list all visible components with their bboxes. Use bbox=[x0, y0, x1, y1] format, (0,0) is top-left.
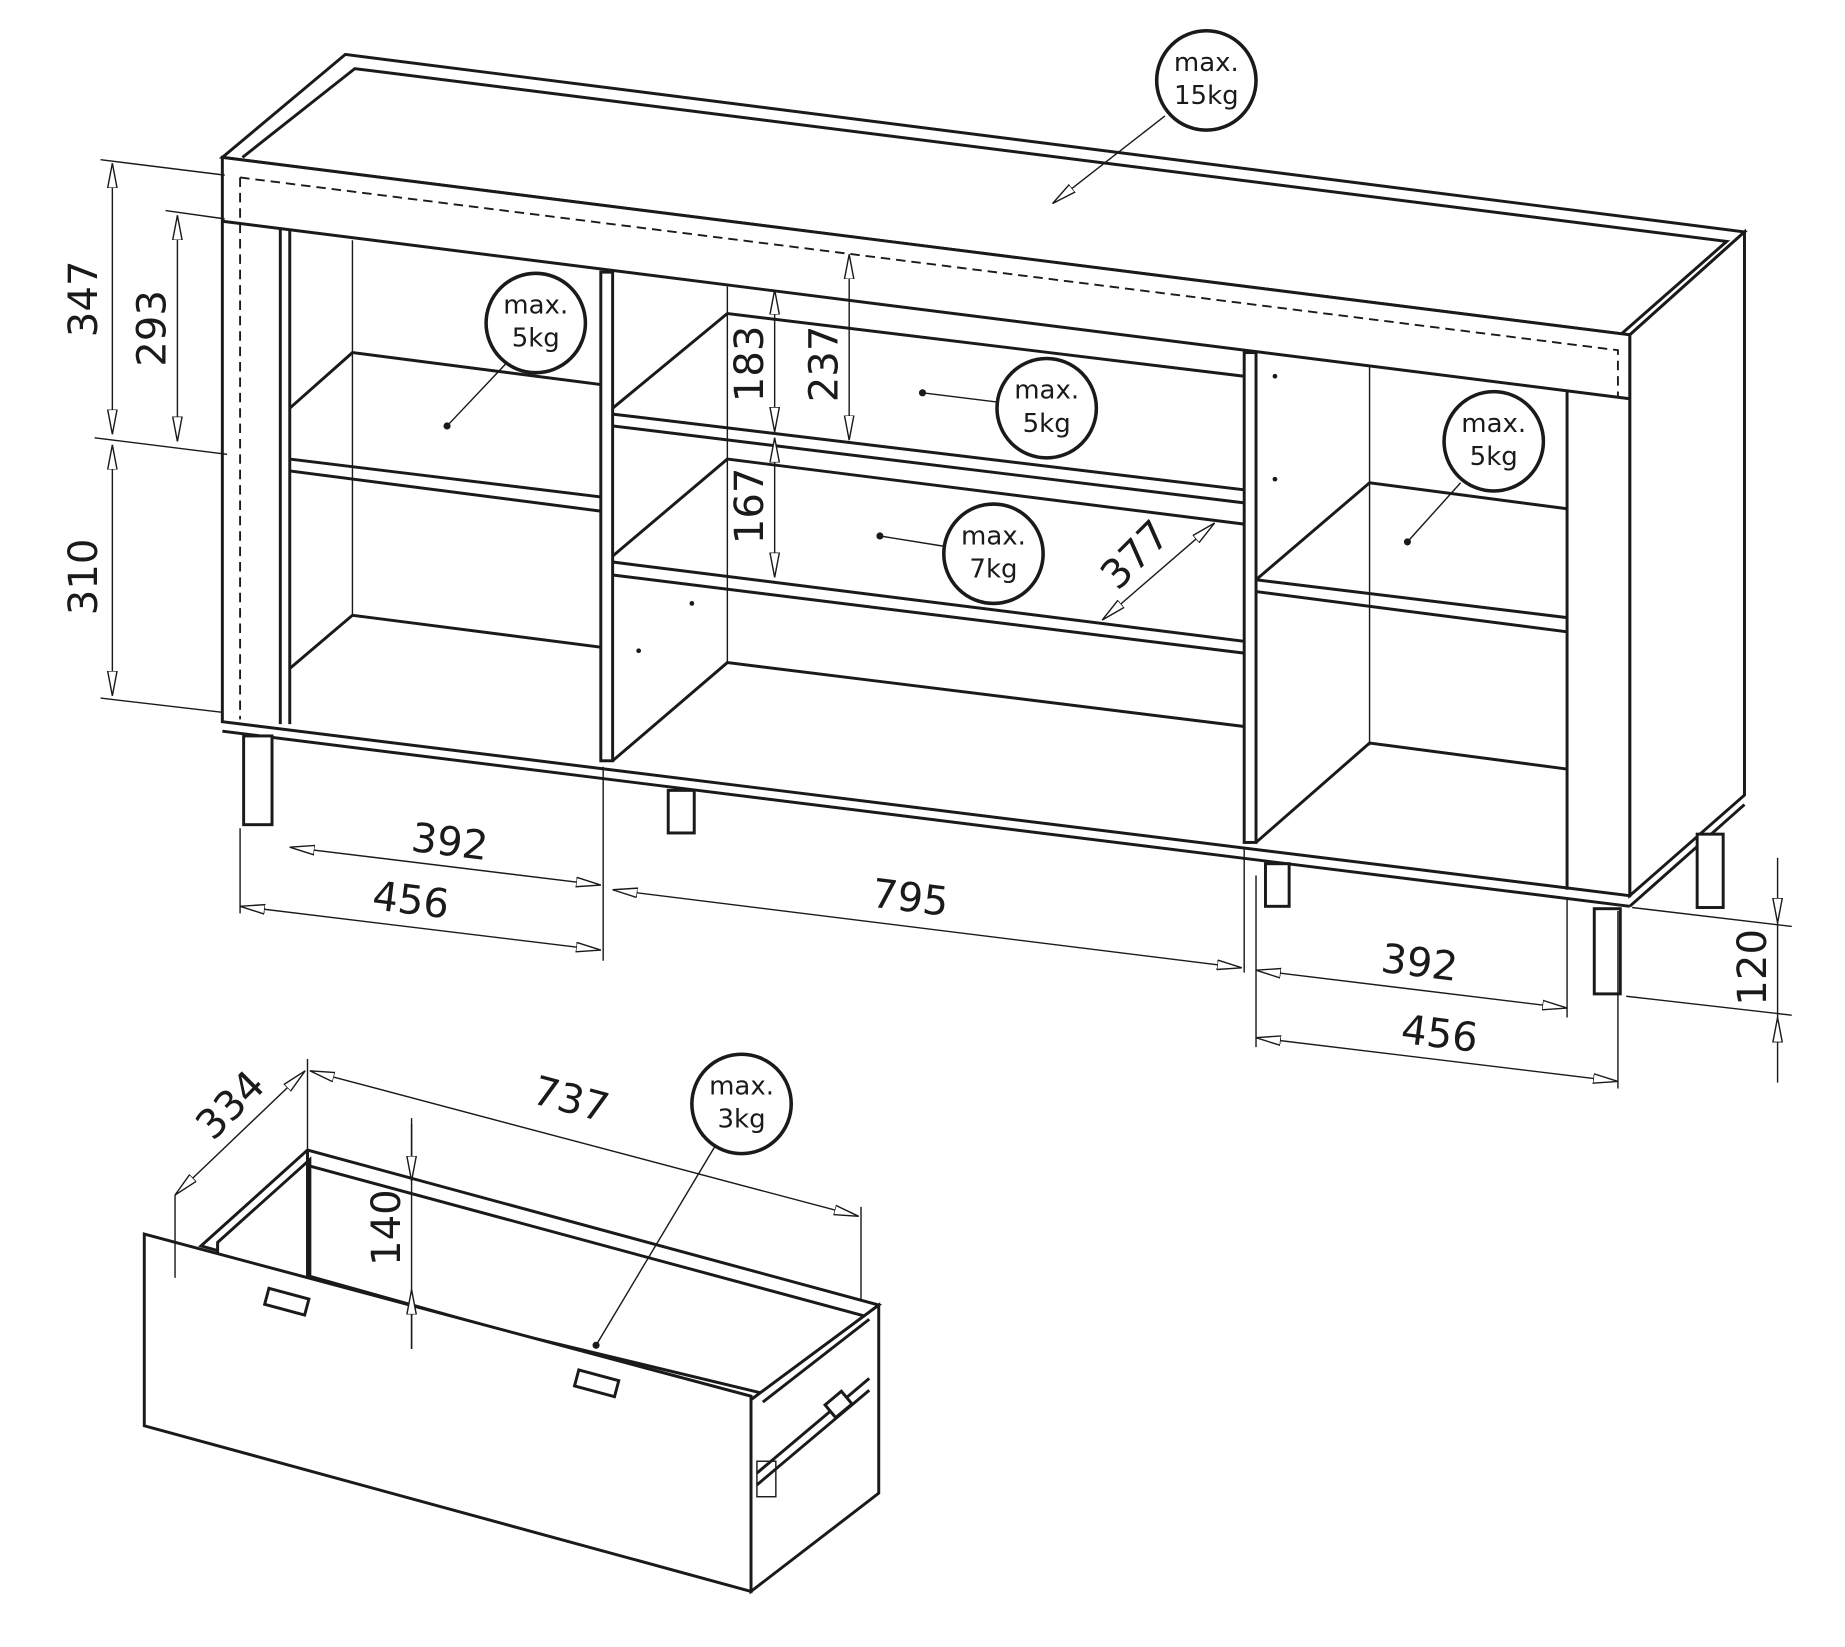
dim-737: 737 bbox=[528, 1068, 614, 1132]
load-badges: max. 15kg max. 5kg max. 5kg max. 7kg max… bbox=[443, 28, 1546, 606]
dim-392-left: 392 bbox=[409, 815, 491, 870]
leg bbox=[1695, 832, 1725, 909]
leg bbox=[1592, 907, 1622, 996]
svg-text:3kg: 3kg bbox=[717, 1105, 765, 1135]
drawer-front bbox=[142, 1232, 753, 1594]
dim-456-left: 456 bbox=[370, 873, 452, 928]
svg-text:max.: max. bbox=[1461, 409, 1526, 439]
dim-347: 347 bbox=[61, 260, 107, 337]
dim-120: 120 bbox=[1730, 929, 1776, 1006]
svg-text:max.: max. bbox=[709, 1071, 774, 1101]
dimension-lines bbox=[94, 159, 1792, 1089]
svg-text:max.: max. bbox=[961, 521, 1026, 551]
svg-text:5kg: 5kg bbox=[1470, 442, 1518, 472]
drawer: 334 737 140 max. 3kg bbox=[142, 1052, 883, 1595]
cabinet-right-side bbox=[1628, 228, 1746, 899]
leg bbox=[1264, 862, 1291, 908]
svg-text:5kg: 5kg bbox=[512, 324, 560, 354]
svg-text:max.: max. bbox=[1014, 376, 1079, 406]
load-badge-left-shelf: max. 5kg bbox=[484, 271, 588, 375]
dim-140: 140 bbox=[364, 1189, 410, 1266]
svg-text:7kg: 7kg bbox=[969, 554, 1017, 584]
leg bbox=[666, 788, 696, 835]
dim-392-right: 392 bbox=[1379, 936, 1461, 991]
svg-text:5kg: 5kg bbox=[1023, 409, 1071, 439]
dim-456-right: 456 bbox=[1399, 1007, 1481, 1062]
dim-334: 334 bbox=[187, 1062, 274, 1149]
svg-text:max.: max. bbox=[1174, 48, 1239, 78]
load-badge-top: max. 15kg bbox=[1154, 28, 1258, 132]
load-badge-center-upper: max. 5kg bbox=[995, 356, 1099, 460]
leg bbox=[242, 734, 274, 827]
drawer-handle bbox=[262, 1286, 311, 1317]
load-badge-center-lower: max. 7kg bbox=[942, 502, 1045, 606]
dim-310: 310 bbox=[61, 538, 107, 615]
load-badge-right-shelf: max. 5kg bbox=[1442, 389, 1546, 493]
dim-167: 167 bbox=[727, 468, 773, 545]
dim-237: 237 bbox=[801, 326, 847, 403]
dim-293: 293 bbox=[130, 290, 176, 367]
dim-795: 795 bbox=[869, 871, 951, 926]
svg-text:max.: max. bbox=[503, 291, 568, 321]
drawer-handle bbox=[572, 1368, 621, 1399]
dim-183: 183 bbox=[727, 326, 773, 403]
svg-text:15kg: 15kg bbox=[1174, 81, 1239, 111]
load-badge-drawer: max. 3kg bbox=[690, 1052, 793, 1156]
